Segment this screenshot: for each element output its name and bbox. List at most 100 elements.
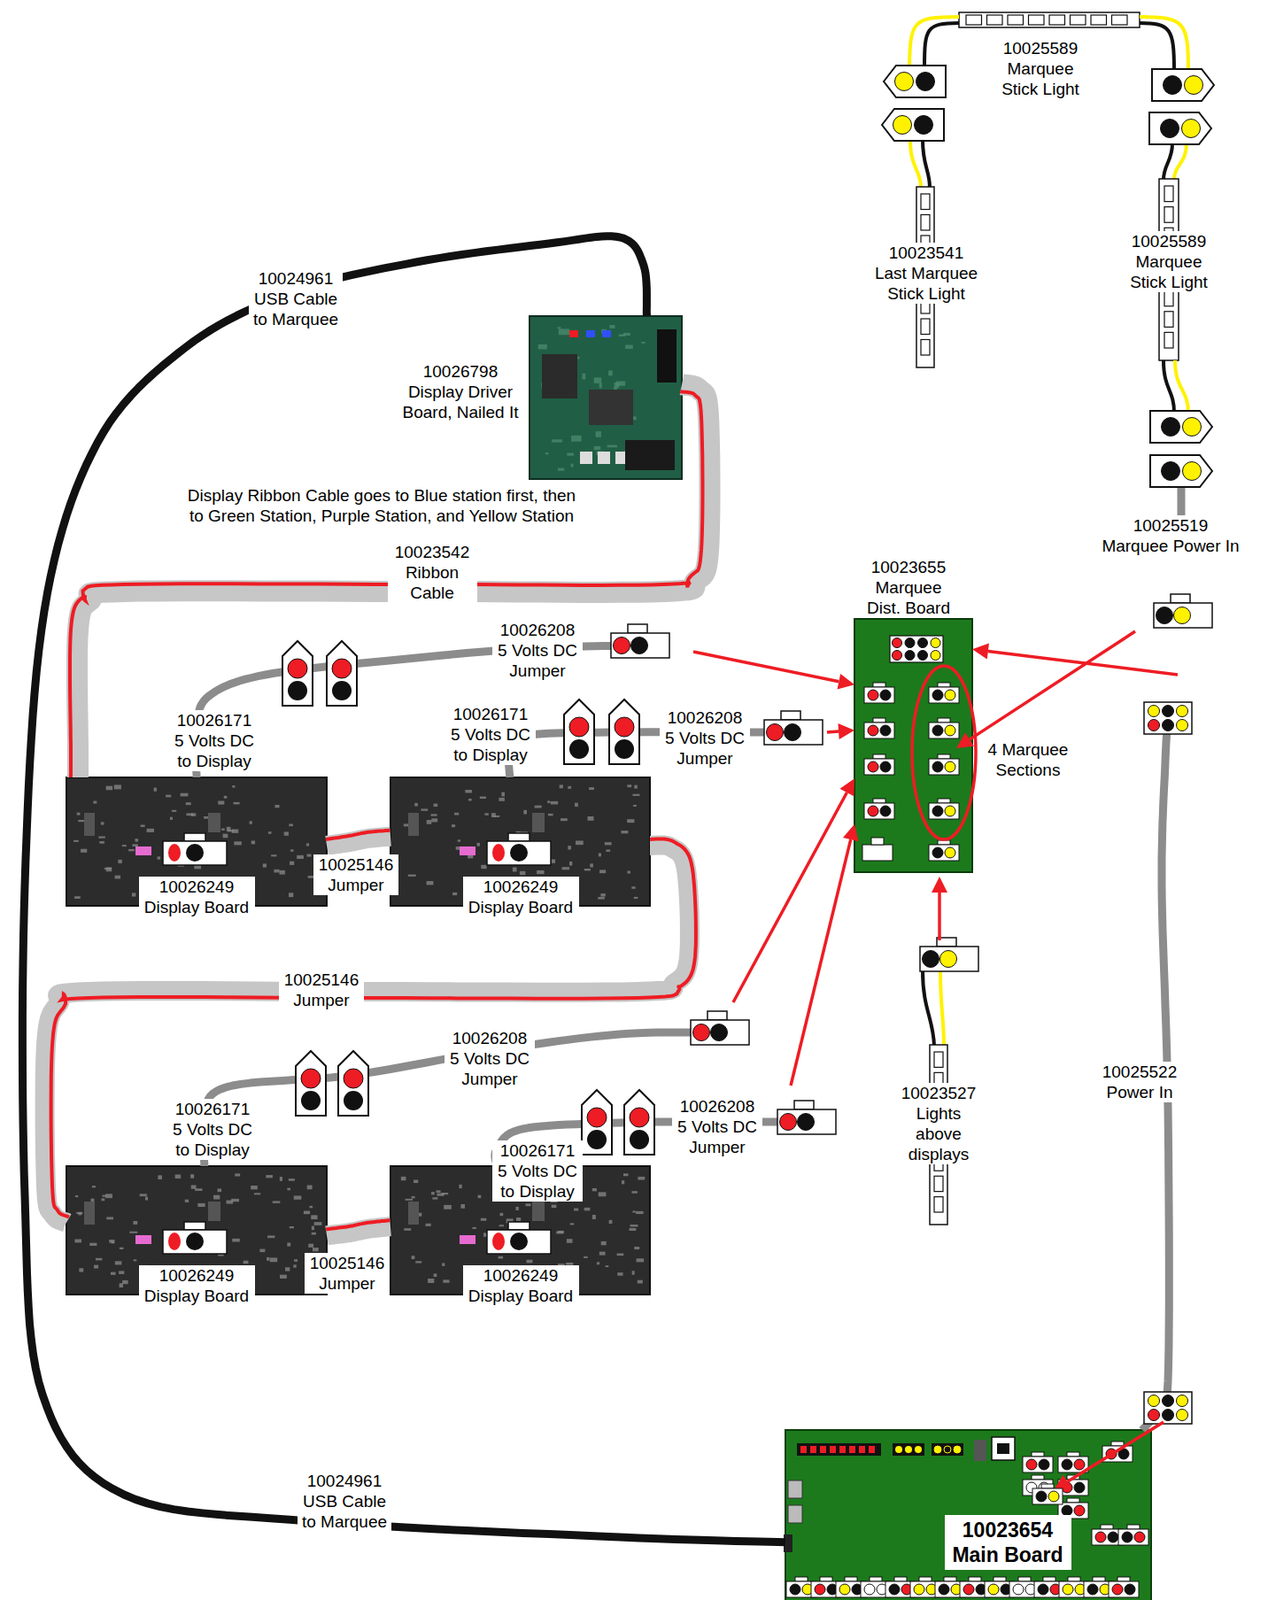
connector-body bbox=[777, 1109, 836, 1135]
panel-detail bbox=[637, 1176, 645, 1181]
panel-detail bbox=[629, 1228, 637, 1231]
pcb-detail bbox=[538, 344, 548, 349]
pin bbox=[819, 1445, 827, 1454]
pin bbox=[849, 1445, 856, 1454]
panel-detail bbox=[556, 1230, 564, 1234]
panel-detail bbox=[454, 812, 459, 816]
panel-detail bbox=[131, 843, 138, 847]
chip bbox=[532, 812, 545, 833]
panel-detail bbox=[534, 805, 542, 809]
pin bbox=[880, 761, 891, 773]
pin bbox=[587, 1107, 607, 1128]
pin bbox=[932, 761, 944, 773]
panel-detail bbox=[617, 1272, 623, 1276]
panel-detail bbox=[583, 1256, 588, 1259]
connector-body bbox=[1032, 1488, 1063, 1505]
pin bbox=[1182, 417, 1202, 437]
component bbox=[788, 1505, 803, 1524]
panel-detail bbox=[157, 856, 162, 859]
panel-detail bbox=[146, 828, 155, 833]
connector-tab bbox=[873, 718, 886, 723]
connector-body bbox=[864, 803, 895, 820]
pin bbox=[492, 843, 505, 862]
led bbox=[1164, 207, 1174, 224]
panel-detail bbox=[574, 803, 579, 807]
panel-detail bbox=[270, 1257, 279, 1262]
led bbox=[1164, 290, 1174, 307]
panel-detail bbox=[569, 861, 573, 866]
connector-body bbox=[162, 1229, 227, 1254]
board-label: 10026249 Display Board bbox=[463, 1265, 580, 1307]
panel-detail bbox=[494, 815, 501, 818]
pin bbox=[944, 805, 956, 817]
pin bbox=[629, 1107, 650, 1128]
panel-detail bbox=[634, 1246, 640, 1250]
panel-detail bbox=[598, 1191, 607, 1197]
panel-detail bbox=[460, 1204, 465, 1209]
connector-tab bbox=[508, 833, 530, 842]
panel-detail bbox=[516, 1217, 521, 1222]
led bbox=[920, 340, 930, 356]
panel-detail bbox=[498, 797, 504, 802]
panel-detail bbox=[221, 828, 225, 831]
part-label: 10024961 USB Cable to Marquee bbox=[297, 1470, 392, 1532]
panel-detail bbox=[106, 1216, 114, 1220]
panel-detail bbox=[413, 1180, 418, 1184]
connector-symbol bbox=[295, 1051, 326, 1116]
panel-detail bbox=[286, 1242, 291, 1246]
panel-detail bbox=[519, 871, 526, 875]
panel-detail bbox=[500, 1213, 504, 1216]
pin bbox=[614, 739, 634, 759]
panel-detail bbox=[584, 868, 591, 871]
pin bbox=[880, 689, 891, 701]
pin bbox=[185, 843, 204, 862]
panel-detail bbox=[498, 1256, 503, 1260]
panel-detail bbox=[92, 1185, 96, 1188]
panel-detail bbox=[567, 786, 572, 789]
cable-label: 10026208 5 Volts DC Jumper bbox=[672, 1096, 763, 1158]
panel-detail bbox=[106, 866, 113, 872]
cable-stripe bbox=[51, 838, 696, 1217]
panel-detail bbox=[442, 1279, 449, 1283]
panel-detail bbox=[403, 1228, 411, 1231]
panel-detail bbox=[231, 1198, 240, 1202]
part-label: 10025519 Marquee Power In bbox=[1097, 515, 1245, 557]
pin bbox=[613, 637, 631, 655]
connector-tab bbox=[1043, 1577, 1056, 1582]
connector-body bbox=[1144, 702, 1192, 735]
panel-detail bbox=[630, 1224, 639, 1227]
pin bbox=[953, 1445, 961, 1454]
pin bbox=[1174, 607, 1191, 625]
connector-tab bbox=[919, 1577, 932, 1582]
panel-detail bbox=[635, 1211, 644, 1214]
panel-detail bbox=[285, 1267, 290, 1271]
panel-detail bbox=[312, 1247, 319, 1252]
pin bbox=[1107, 1531, 1119, 1543]
connector-tab bbox=[795, 1577, 808, 1582]
panel-detail bbox=[185, 812, 194, 816]
panel-detail bbox=[266, 1257, 270, 1261]
pin bbox=[510, 843, 528, 862]
panel-detail bbox=[501, 792, 505, 797]
led bbox=[1028, 15, 1045, 25]
part-label: 10025589 Marquee Stick Light bbox=[1124, 231, 1214, 293]
part-label: 10023541 Last Marquee Stick Light bbox=[870, 242, 983, 304]
pin bbox=[1162, 719, 1175, 732]
pin bbox=[1148, 705, 1160, 718]
cable bbox=[325, 830, 391, 846]
panel-detail bbox=[249, 820, 253, 824]
connector-tab bbox=[1092, 1577, 1106, 1582]
panel-detail bbox=[566, 1238, 573, 1244]
connector-body bbox=[864, 722, 895, 739]
connector-tab bbox=[937, 754, 951, 759]
chip bbox=[532, 1201, 545, 1222]
panel-detail bbox=[93, 1265, 99, 1269]
connector-body bbox=[864, 687, 895, 704]
panel-detail bbox=[217, 1188, 223, 1192]
pin bbox=[814, 1584, 826, 1595]
panel-detail bbox=[600, 893, 605, 897]
connector-symbol bbox=[609, 699, 640, 765]
pcb-detail bbox=[625, 345, 634, 349]
main-board: 10023654 Main Board bbox=[785, 1430, 1152, 1600]
